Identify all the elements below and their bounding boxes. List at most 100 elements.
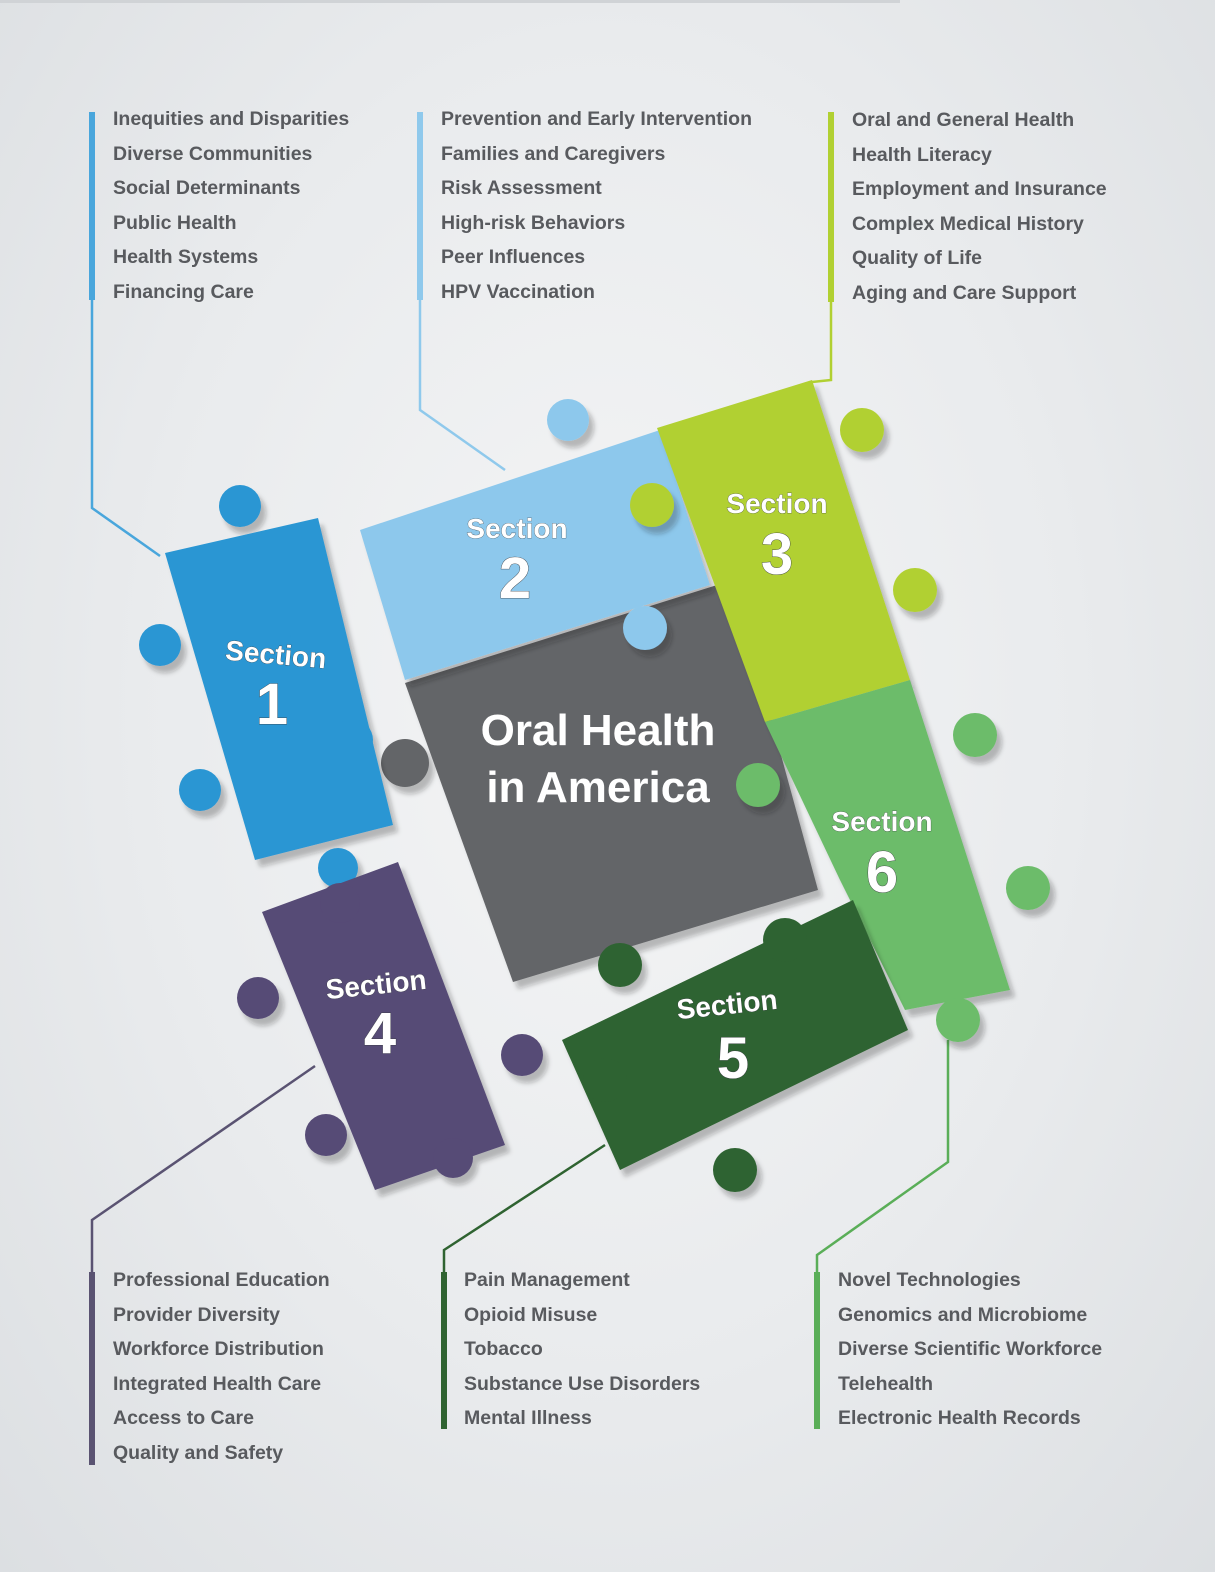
section-4-number: 4 [364,1001,396,1066]
section-2-piece [360,399,710,680]
topic-item: Mental Illness [464,1407,592,1429]
section-4-tab-bottom [433,1138,473,1178]
section-3-topic-list: Oral and General Health Health Literacy … [852,103,1107,310]
section-1-number: 1 [256,672,288,737]
section-5-topic-bar [441,1272,447,1429]
section-1-tab-lower-left [179,769,221,811]
topic-item: Professional Education [113,1269,330,1291]
section-4-piece [237,862,543,1190]
top-rule [0,0,900,3]
section-2-piece-body [360,430,710,680]
topic-item: Substance Use Disorders [464,1372,701,1395]
section-1-tab-top [219,485,261,527]
topic-item: Provider Diversity [113,1303,280,1326]
section-6-number: 6 [866,840,898,905]
section-2-label: Section [466,513,567,544]
section-5-tab-bottom [713,1148,757,1192]
topic-item: Access to Care [113,1407,254,1429]
section-5-topic-list: Pain Management Opioid Misuse Tobacco Su… [464,1263,700,1436]
topic-item: HPV Vaccination [441,280,595,303]
topic-item: Public Health [113,211,237,234]
topic-item: Peer Influences [441,246,586,268]
section-3-topic-bar [828,112,834,302]
diagram-title-line-1: Oral Health [481,706,716,755]
section-6-connector-line [815,1040,950,1272]
section-6-tab-bottom [936,998,980,1042]
section-1-piece [139,485,393,888]
section-2-topic-bar [417,112,423,300]
section-6-topic-bar [814,1272,820,1429]
topic-item: Complex Medical History [852,212,1084,235]
section-2-topic-list: Prevention and Early Intervention Famili… [441,102,752,309]
section-3-tab-left [630,483,674,527]
section-4-piece-body [262,862,505,1190]
topic-item: Workforce Distribution [113,1338,324,1360]
section-6-piece [736,680,1050,1042]
topic-item: Social Determinants [113,177,301,199]
topic-item: Health Systems [113,246,259,268]
section-2-tab-bottom [623,606,667,650]
section-5-piece-body [562,900,908,1170]
diagram-title-line-2: in America [486,763,710,812]
topic-item: Telehealth [838,1372,933,1395]
topic-item: High-risk Behaviors [441,211,626,234]
section-4-topic-bar [89,1272,95,1465]
topic-item: Employment and Insurance [852,178,1107,200]
section-6-topic-list: Novel Technologies Genomics and Microbio… [838,1263,1102,1436]
topic-item: Health Literacy [852,143,992,166]
section-1-topic-bar [89,112,95,300]
topic-item: Financing Care [113,280,254,303]
center-piece-body [405,580,818,982]
section-4-connector-line [90,1064,316,1272]
section-2-number: 2 [499,546,531,611]
topic-item: Aging and Care Support [852,281,1077,304]
section-6-tab-right-top [953,713,997,757]
section-3-connector-line [811,302,833,384]
section-2-connector-line [418,300,506,472]
center-piece-notch-left [381,739,429,787]
section-4-tab-top [320,883,360,923]
topic-item: Inequities and Disparities [113,108,350,130]
topic-item: Novel Technologies [838,1269,1021,1291]
section-3-tab-lower-left [738,613,782,657]
section-1-connector-line [90,300,161,558]
section-1-piece-body [165,518,393,860]
section-1-topic-list: Inequities and Disparities Diverse Commu… [113,102,349,309]
topic-item: Diverse Scientific Workforce [838,1338,1103,1360]
section-1-tab-right [331,719,373,761]
topic-item: Pain Management [464,1269,630,1291]
section-4-topic-list: Professional Education Provider Diversit… [113,1263,330,1470]
section-3-piece-body [657,380,910,722]
section-4-tab-right [501,1034,543,1076]
section-5-tab-top-right [763,918,807,962]
section-6-tab-right-bottom [1006,866,1050,910]
section-3-label: Section [726,488,827,519]
topic-item: Risk Assessment [441,177,602,199]
section-1-tab-bottom [318,848,358,888]
section-3-tab-right-top [840,408,884,452]
section-2-tab-top [547,399,589,441]
section-3-tab-right-bottom [893,568,937,612]
topic-item: Oral and General Health [852,109,1075,131]
section-3-piece [630,380,937,744]
section-5-piece [562,900,908,1192]
topic-item: Quality and Safety [113,1441,284,1464]
section-4-tab-lower-left [305,1114,347,1156]
section-3-number: 3 [761,522,793,587]
topic-item: Quality of Life [852,247,983,269]
section-5-tab-top-left [598,943,642,987]
topic-item: Diverse Communities [113,142,313,165]
topic-item: Families and Caregivers [441,142,666,165]
section-6-piece-body [765,680,1010,1010]
topic-item: Tobacco [464,1338,543,1360]
section-5-number: 5 [717,1026,749,1091]
section-4-tab-left [237,977,279,1019]
section-5-tab-left [583,1058,627,1102]
section-6-label: Section [831,806,932,837]
topic-item: Electronic Health Records [838,1407,1081,1429]
topic-item: Integrated Health Care [113,1372,322,1395]
topic-item: Genomics and Microbiome [838,1303,1088,1326]
section-6-tab-left [736,763,780,807]
section-5-connector-line [442,1143,606,1272]
